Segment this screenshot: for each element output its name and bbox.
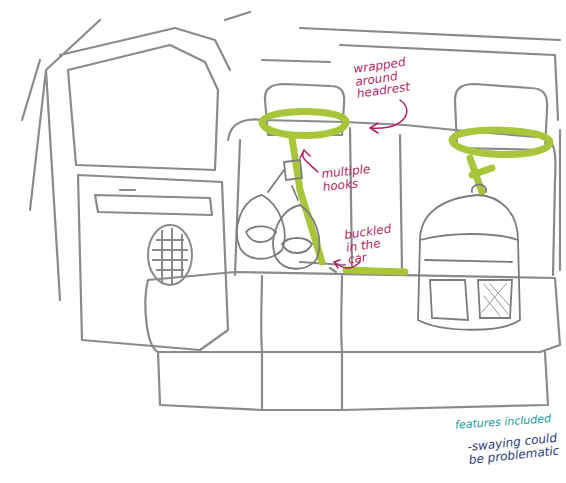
backpack: [418, 185, 520, 330]
backpack-mesh: [482, 284, 510, 316]
annotation-note: buckled in the car: [344, 221, 405, 266]
leader-arrow: [370, 100, 407, 133]
hook: [268, 160, 302, 200]
rear-window: [225, 12, 560, 270]
leader-lines: [300, 100, 407, 268]
right-headrest: [455, 84, 547, 150]
seat-cushion: [145, 272, 560, 410]
leader-arrow: [300, 150, 318, 172]
door-frame: [22, 20, 230, 300]
annotation-note: multiple hooks: [321, 162, 381, 193]
speaker-rim: [148, 225, 192, 285]
annotation-note: wrapped around headrest: [353, 53, 430, 100]
car-interior: [22, 12, 560, 410]
door-panel: [78, 175, 228, 350]
strap: [262, 112, 550, 273]
seat-back: [228, 119, 555, 275]
annotation-note: -swaying could be problematic: [467, 431, 565, 466]
annotation-note: features included: [455, 412, 566, 431]
speaker-hatch: [152, 228, 188, 284]
left-headrest-strap: [262, 112, 346, 136]
cross-strap: [346, 270, 405, 272]
bags: [237, 160, 520, 330]
vertical-strap: [292, 138, 322, 262]
bag-right: [273, 205, 319, 269]
speaker-grille: [148, 225, 192, 285]
right-headrest-strap: [452, 130, 550, 154]
